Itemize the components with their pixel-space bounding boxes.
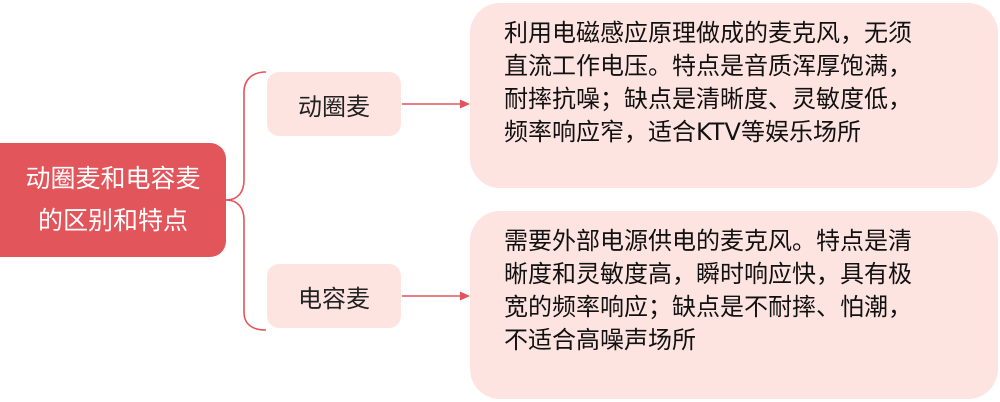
- description-line: 需要外部电源供电的麦克风。特点是清: [504, 227, 912, 255]
- branch-node-dynamic-mic: 动圈麦: [267, 72, 401, 136]
- description-line: 宽的频率响应；缺点是不耐摔、怕潮，: [504, 293, 912, 321]
- arrow-head-condenser: [460, 291, 470, 301]
- branch-label: 电容麦: [298, 284, 370, 313]
- branch-node-condenser-mic: 电容麦: [267, 264, 401, 328]
- description-line: 频率响应窄，适合KTV等娱乐场所: [504, 118, 861, 146]
- root-title-line2: 的区别和特点: [37, 206, 188, 235]
- root-title-line1: 动圈麦和电容麦: [25, 164, 201, 193]
- arrow-head-dynamic: [460, 99, 470, 109]
- branch-label: 动圈麦: [298, 92, 370, 121]
- description-line: 直流工作电压。特点是音质浑厚饱满，: [504, 52, 912, 80]
- bracket-connector: [225, 71, 267, 201]
- description-line: 耐摔抗噪；缺点是清晰度、灵敏度低，: [504, 85, 912, 113]
- description-line: 晰度和灵敏度高，瞬时响应快，具有极: [504, 260, 912, 288]
- bracket-connector-lower: [225, 199, 267, 331]
- description-node-dynamic-mic: 利用电磁感应原理做成的麦克风，无须 直流工作电压。特点是音质浑厚饱满， 耐摔抗噪…: [470, 3, 998, 188]
- description-node-condenser-mic: 需要外部电源供电的麦克风。特点是清 晰度和灵敏度高，瞬时响应快，具有极 宽的频率…: [470, 211, 998, 399]
- description-line: 不适合高噪声场所: [504, 326, 696, 354]
- description-line: 利用电磁感应原理做成的麦克风，无须: [504, 19, 912, 47]
- root-node: 动圈麦和电容麦 的区别和特点: [0, 143, 226, 257]
